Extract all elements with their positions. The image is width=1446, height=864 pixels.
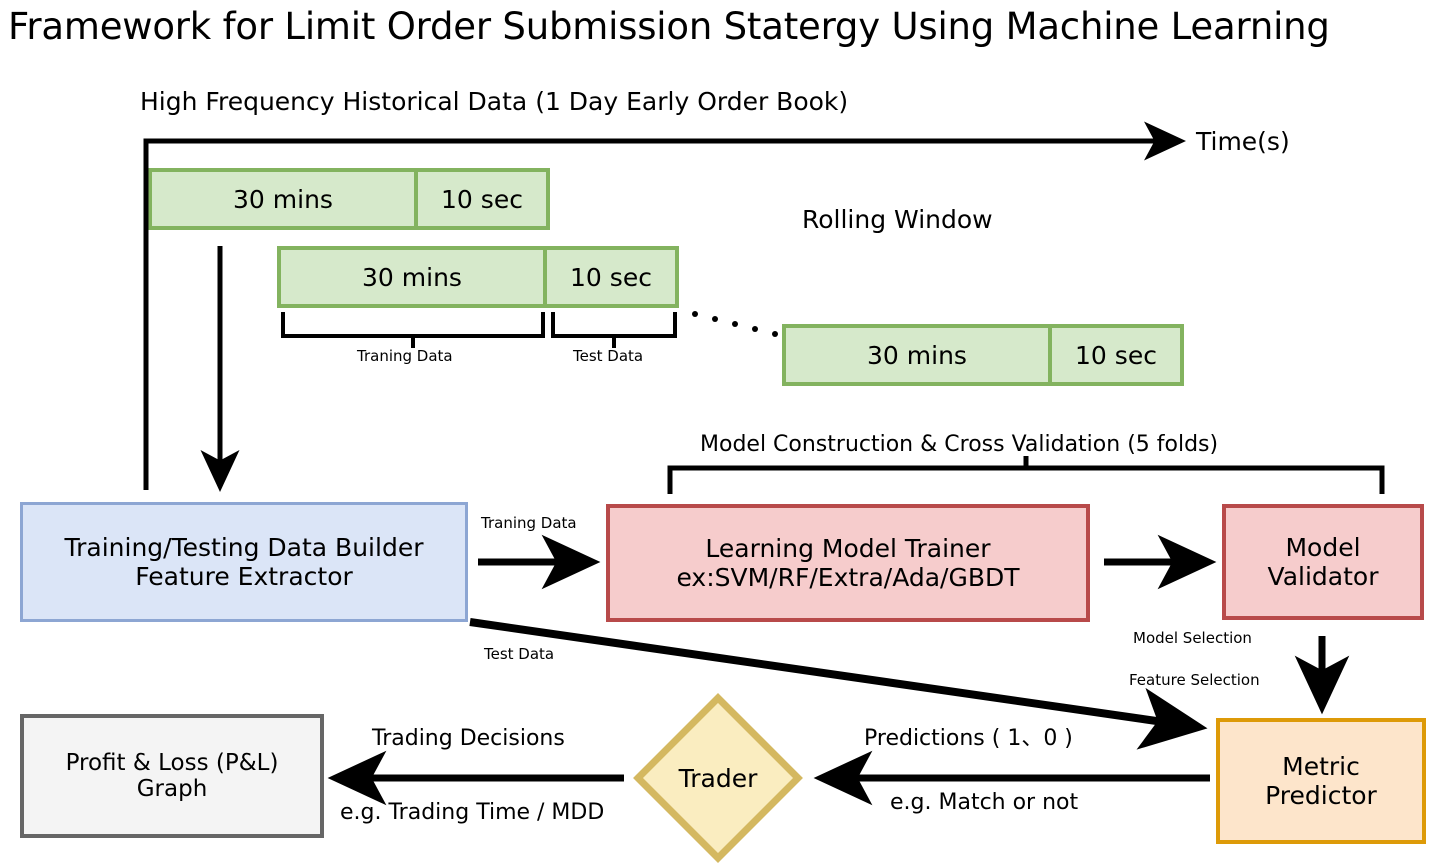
trainer-line-2: ex:SVM/RF/Extra/Ada/GBDT: [676, 563, 1020, 592]
ellipsis-dot: [772, 331, 778, 337]
validator-line-2: Validator: [1267, 562, 1379, 591]
ellipsis-dot: [752, 326, 758, 332]
box-training-testing-data-builder[interactable]: Training/Testing Data Builder Feature Ex…: [20, 502, 468, 622]
metric-line-1: Metric: [1282, 752, 1360, 781]
rolling-window-2: 30 mins 10 sec: [277, 246, 679, 308]
edge-label-test-data: Test Data: [484, 645, 555, 663]
edge-label-feature-selection: Feature Selection: [1129, 671, 1260, 689]
box-model-validator[interactable]: Model Validator: [1222, 504, 1424, 620]
window-2-test-cell: 10 sec: [545, 246, 679, 308]
trainer-line-1: Learning Model Trainer: [705, 534, 991, 563]
edge-label-model-selection: Model Selection: [1133, 629, 1252, 647]
edge-label-match-or-not: e.g. Match or not: [890, 790, 1079, 815]
builder-line-1: Training/Testing Data Builder: [64, 533, 424, 562]
builder-line-2: Feature Extractor: [135, 562, 353, 591]
box-learning-model-trainer[interactable]: Learning Model Trainer ex:SVM/RF/Extra/A…: [606, 504, 1090, 622]
box-profit-and-loss-graph[interactable]: Profit & Loss (P&L) Graph: [20, 714, 324, 838]
edge-label-training-data: Traning Data: [481, 514, 577, 532]
pnl-line-2: Graph: [136, 776, 208, 802]
brace-label-training: Traning Data: [357, 347, 453, 365]
trader-diamond-shape: [633, 693, 803, 863]
window-3-test-cell: 10 sec: [1050, 324, 1184, 386]
model-construction-bracket-label: Model Construction & Cross Validation (5…: [700, 432, 1219, 457]
box-metric-predictor[interactable]: Metric Predictor: [1216, 718, 1426, 844]
window-1-test-cell: 10 sec: [416, 168, 550, 230]
edge-label-trading-decisions: Trading Decisions: [372, 726, 565, 751]
brace-training-data: [281, 312, 545, 338]
window-1-train-cell: 30 mins: [148, 168, 416, 230]
ellipsis-dot: [712, 316, 718, 322]
edge-label-predictions: Predictions ( 1、0 ): [864, 726, 1073, 751]
brace-label-test: Test Data: [573, 347, 644, 365]
time-axis-label: Time(s): [1196, 127, 1290, 156]
shape-trader-diamond[interactable]: Trader: [632, 692, 804, 864]
window-2-train-cell: 30 mins: [277, 246, 545, 308]
validator-line-1: Model: [1285, 533, 1361, 562]
page-title: Framework for Limit Order Submission Sta…: [8, 5, 1330, 48]
bracket-model-construction: [667, 465, 1385, 494]
window-3-train-cell: 30 mins: [782, 324, 1050, 386]
ellipsis-dot: [732, 321, 738, 327]
pnl-line-1: Profit & Loss (P&L): [65, 750, 279, 776]
rolling-window-label: Rolling Window: [802, 205, 993, 234]
ellipsis-dot: [692, 311, 698, 317]
data-source-label: High Frequency Historical Data (1 Day Ea…: [140, 87, 849, 116]
edge-label-trading-time-mdd: e.g. Trading Time / MDD: [340, 800, 605, 825]
brace-test-data: [551, 312, 677, 338]
arrow-builder-to-metric-test-data: [469, 618, 1208, 750]
rolling-window-1: 30 mins 10 sec: [148, 168, 550, 230]
rolling-window-3: 30 mins 10 sec: [782, 324, 1184, 386]
metric-line-2: Predictor: [1265, 781, 1377, 810]
